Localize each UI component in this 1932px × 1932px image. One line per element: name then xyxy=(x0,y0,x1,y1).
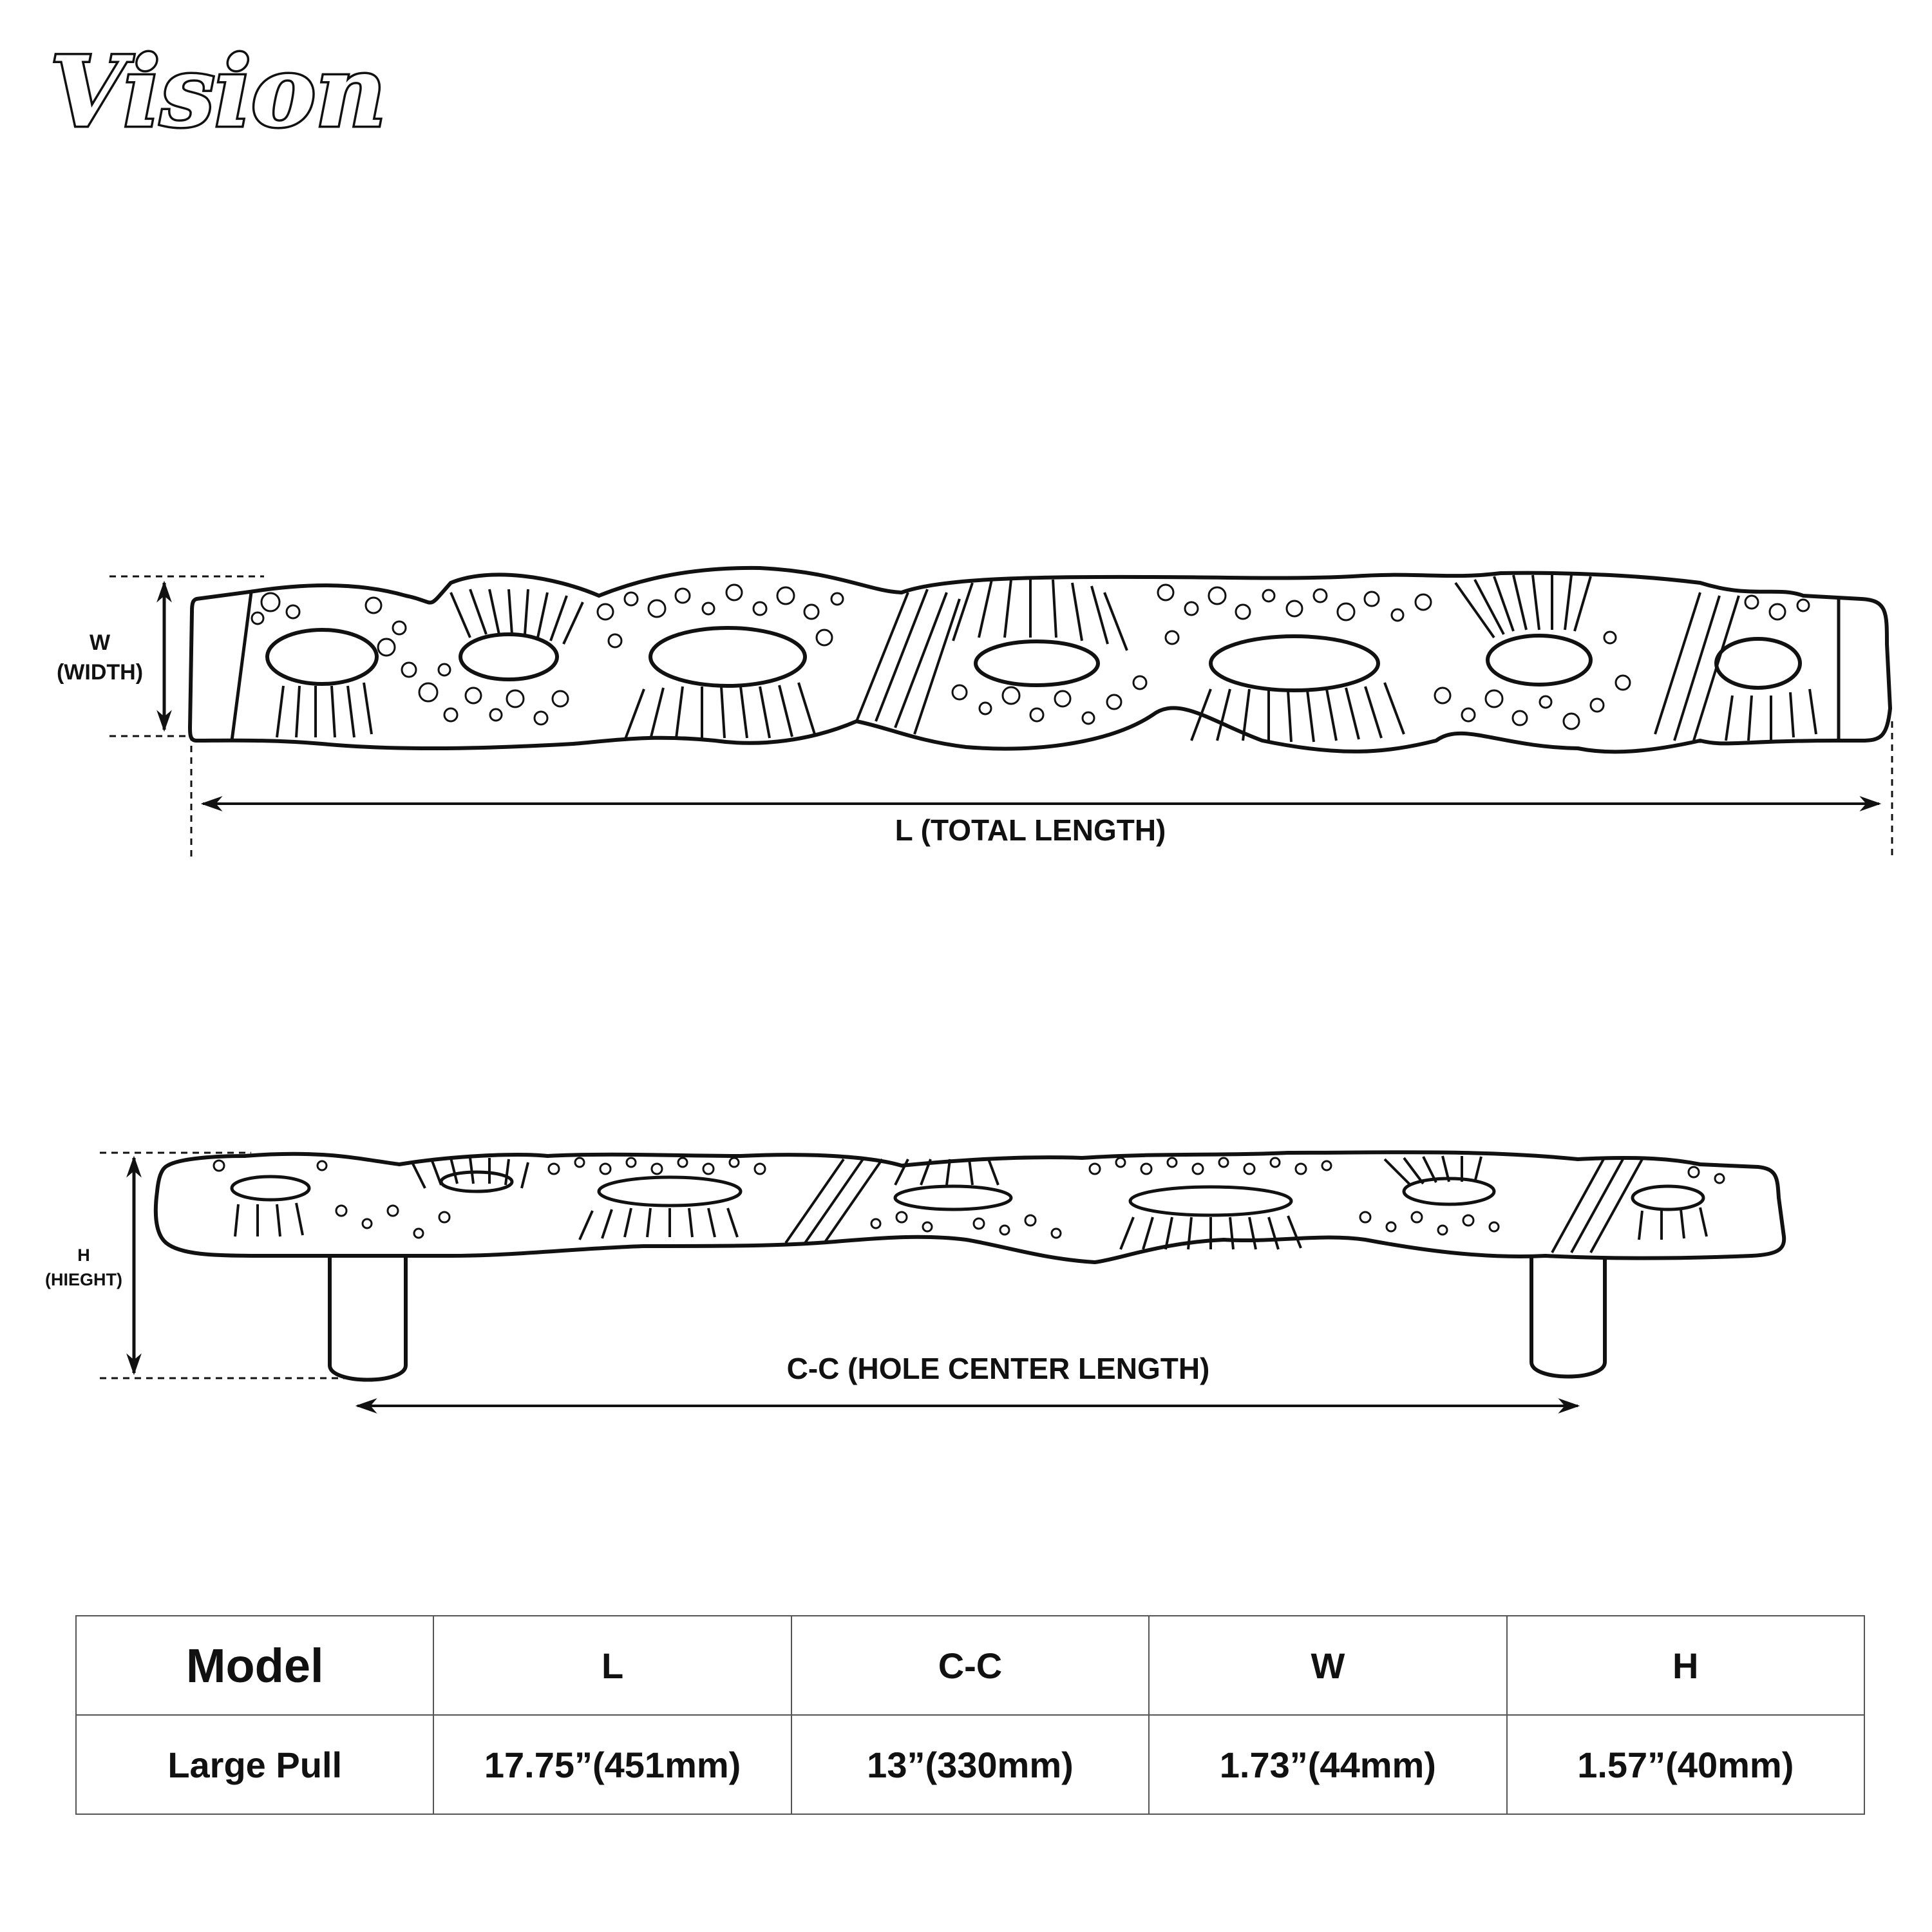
handle-end-left xyxy=(230,592,253,741)
header-center-length: C-C xyxy=(790,1615,1150,1716)
cell-model: Large Pull xyxy=(75,1714,435,1815)
handle-side-openings xyxy=(230,1170,1705,1217)
cell-height: 1.57”(40mm) xyxy=(1506,1714,1866,1815)
side-view xyxy=(100,1150,1786,1414)
top-view xyxy=(109,565,1893,857)
handle-side-hatching xyxy=(234,1155,1708,1253)
height-label: H (HIEGHT) xyxy=(32,1243,135,1292)
handle-texture xyxy=(251,583,1810,730)
handle-leg-left xyxy=(328,1247,408,1382)
width-letter: W xyxy=(89,630,111,655)
header-model: Model xyxy=(75,1615,435,1716)
length-label: L (TOTAL LENGTH) xyxy=(895,813,1166,847)
height-caption: (HIEGHT) xyxy=(45,1270,122,1289)
spec-table: Model L C-C W H Large Pull 17.75”(451mm)… xyxy=(75,1615,1866,1815)
extension-lines-width xyxy=(109,575,1893,857)
handle-legs xyxy=(328,1244,1607,1382)
cell-width: 1.73”(44mm) xyxy=(1148,1714,1508,1815)
header-height: H xyxy=(1506,1615,1866,1716)
brand-logo-text: Vision xyxy=(50,39,386,148)
cell-center-length: 13”(330mm) xyxy=(790,1714,1150,1815)
center-length-label: C-C (HOLE CENTER LENGTH) xyxy=(786,1352,1210,1385)
extension-lines-height xyxy=(100,1151,348,1379)
height-letter: H xyxy=(77,1245,90,1265)
handle-leg-right xyxy=(1530,1244,1607,1379)
brand-logo: Vision xyxy=(48,39,388,148)
header-length: L xyxy=(433,1615,792,1716)
spec-table-header-row: Model L C-C W H xyxy=(75,1615,1866,1716)
width-label: W (WIDTH) xyxy=(39,628,161,687)
cell-length: 17.75”(451mm) xyxy=(433,1714,792,1815)
handle-openings xyxy=(265,626,1802,692)
width-caption: (WIDTH) xyxy=(56,660,144,685)
header-width: W xyxy=(1148,1615,1508,1716)
table-row: Large Pull 17.75”(451mm) 13”(330mm) 1.73… xyxy=(75,1714,1866,1815)
handle-hatching xyxy=(276,574,1817,743)
handle-side-texture xyxy=(213,1157,1725,1239)
